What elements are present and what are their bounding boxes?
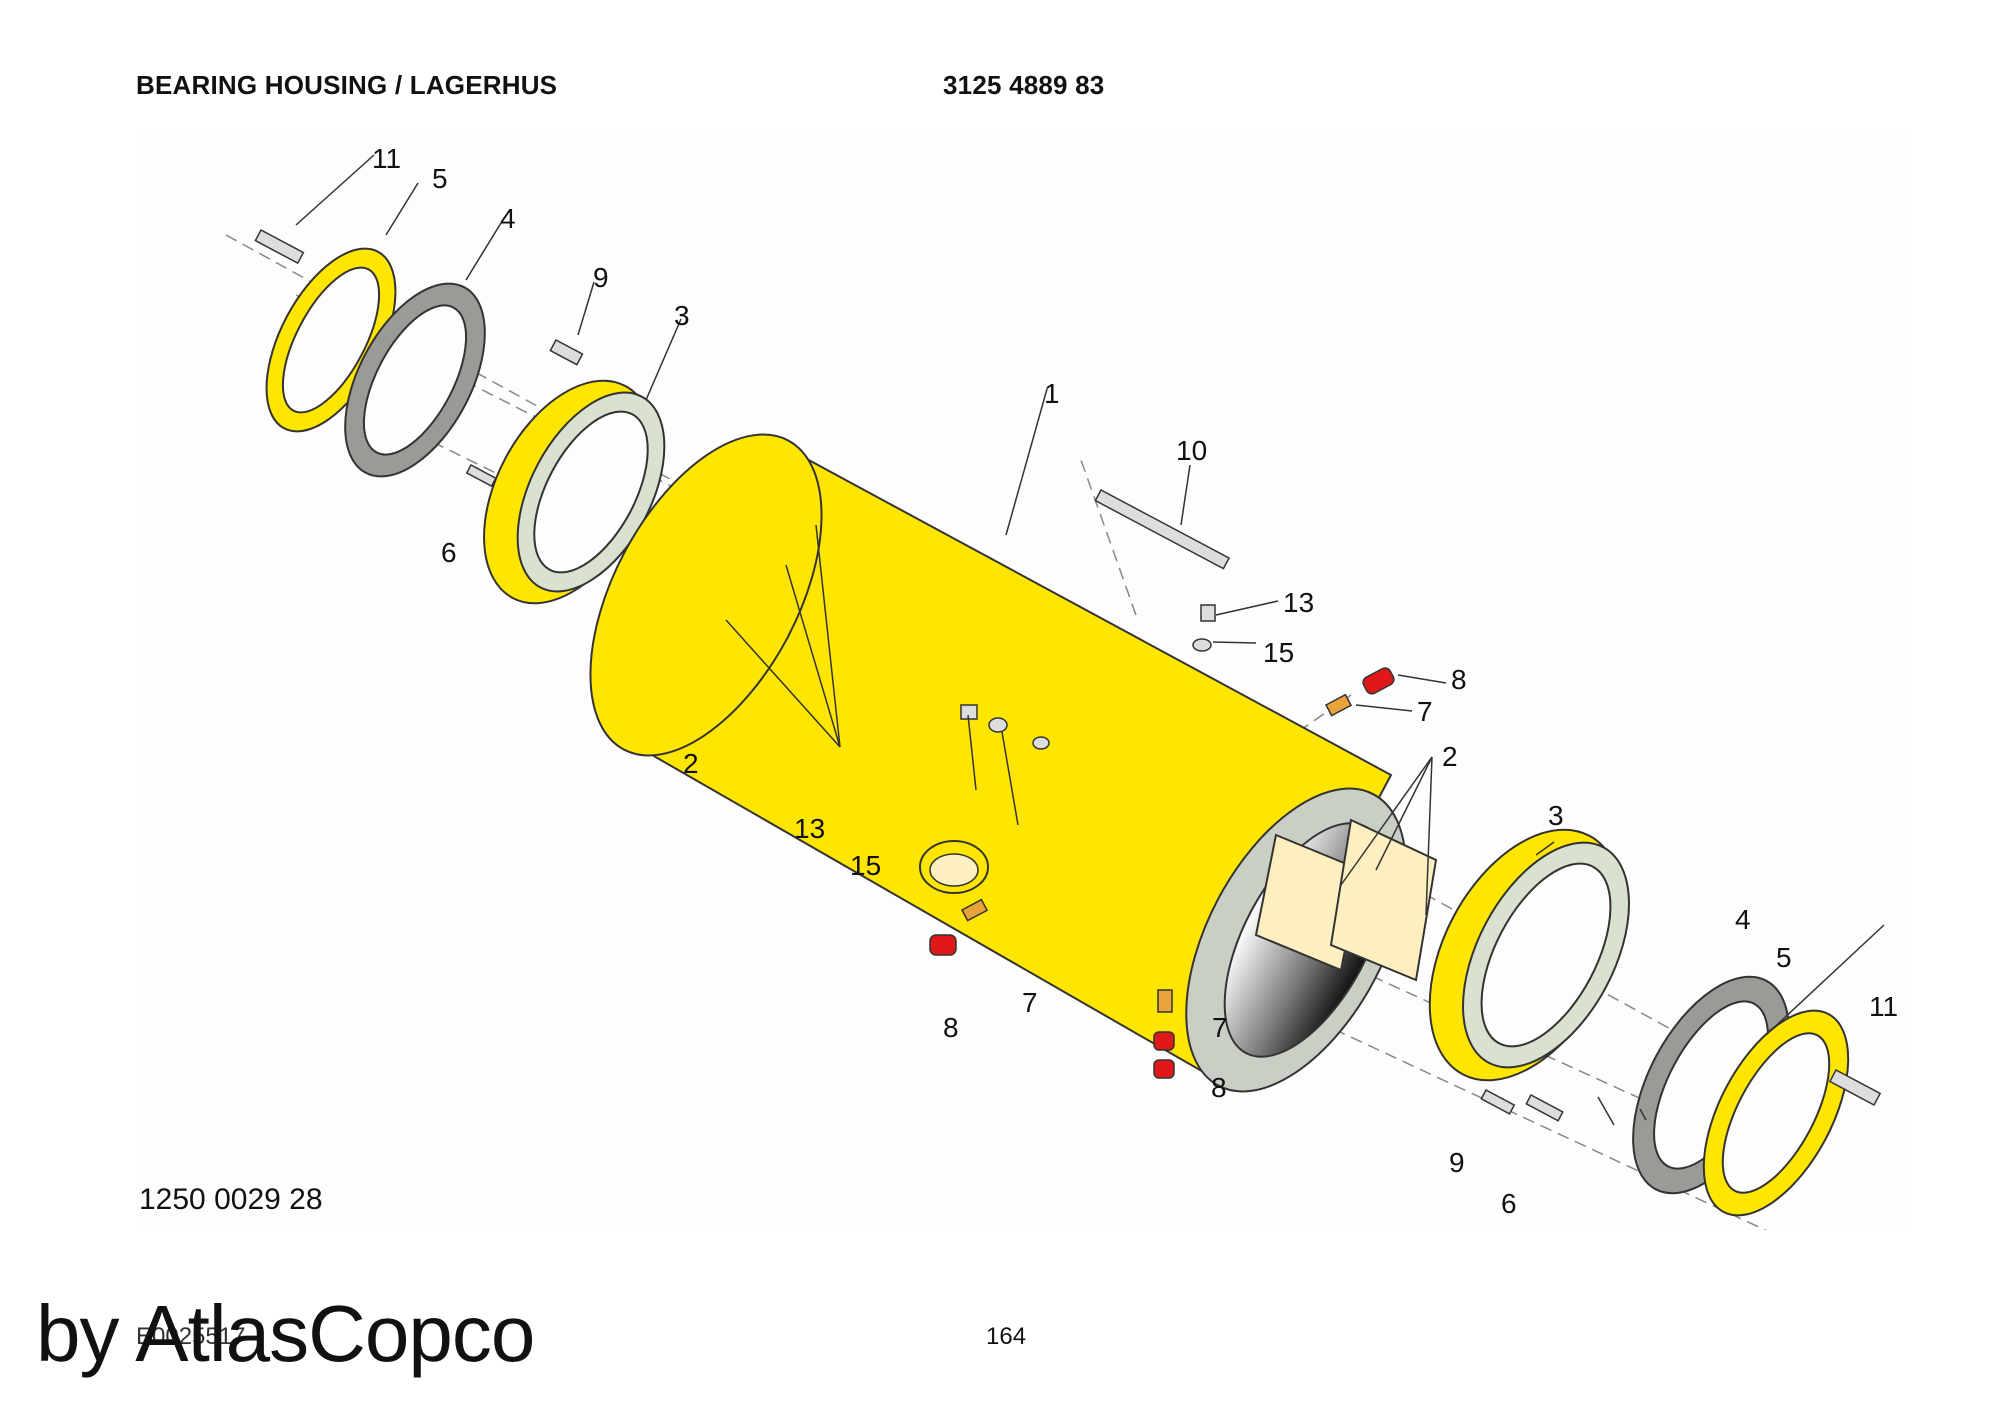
callout-4-right: 4 [1735,904,1751,935]
callout-15-left: 15 [850,850,881,881]
callout-5-right: 5 [1776,942,1792,973]
bearing-housing-body [589,433,1407,1093]
callout-labels: 11 5 4 9 3 1 10 6 13 15 8 7 2 2 13 3 15 … [372,143,1898,1219]
callout-7-left: 7 [1022,987,1038,1018]
callout-6-left: 6 [441,537,457,568]
callout-11-left: 11 [372,143,401,174]
callout-11-right: 11 [1869,991,1898,1022]
drawing-reference-number: 1250 0029 28 [139,1183,323,1216]
exploded-view-drawing: 11 5 4 9 3 1 10 6 13 15 8 7 2 2 13 3 15 … [225,143,1898,1230]
exploded-view-panel: 11 5 4 9 3 1 10 6 13 15 8 7 2 2 13 3 15 … [136,135,1912,1230]
page-number: 164 [986,1323,1027,1350]
protective-caps [929,667,1395,1079]
grease-nipples [960,693,1353,1013]
callout-3-left: 3 [674,300,690,331]
callout-13-right: 13 [1283,587,1314,618]
end-cap-ring-right [1702,1009,1850,1217]
callout-7-bottom: 7 [1212,1012,1228,1043]
callout-8-top: 8 [1451,664,1467,695]
watermark: by AtlasCopco [36,1289,535,1378]
callout-13-left: 13 [794,813,825,844]
page-title: BEARING HOUSING / LAGERHUS [136,70,558,100]
callout-8-bottom: 8 [1211,1072,1227,1103]
callout-7-top: 7 [1417,696,1433,727]
bearing-ring-left [483,379,666,605]
callout-8-left: 8 [943,1012,959,1043]
bearing-ring-right [1428,828,1630,1082]
flange-plate-left [344,282,486,478]
leader-lines [295,154,1885,1126]
callout-2-right: 2 [1442,741,1458,772]
callout-15-right: 15 [1263,637,1294,668]
callout-1: 1 [1044,378,1060,409]
callout-10: 10 [1176,435,1207,466]
bushing-halves-right [1254,818,1438,982]
callout-9-right: 9 [1449,1147,1465,1178]
callout-2-left: 2 [683,748,699,779]
document-code: E0025517 [136,1323,246,1350]
fasteners [254,228,1882,1122]
callout-3-right: 3 [1548,800,1564,831]
callout-4-left: 4 [500,203,516,234]
callout-9-left: 9 [593,262,609,293]
callout-5-left: 5 [432,163,448,194]
callout-6-right: 6 [1501,1188,1517,1219]
part-number: 3125 4889 83 [943,70,1105,100]
